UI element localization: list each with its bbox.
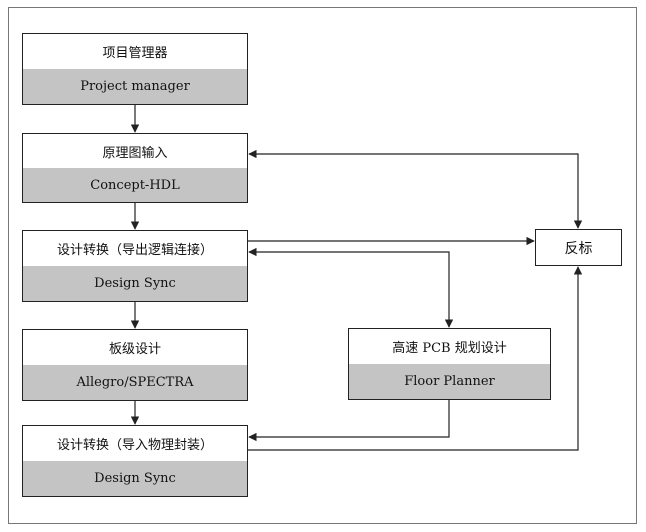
highspeed-pcb-box: 高速 PCB 规划设计 Floor Planner: [348, 328, 551, 400]
highspeed-pcb-tool: Floor Planner: [349, 364, 550, 399]
project-manager-title: 项目管理器: [23, 34, 247, 70]
project-manager-tool: Project manager: [23, 69, 247, 104]
arrow-import-to-backannotate: [248, 266, 583, 451]
schematic-input-tool: Concept-HDL: [23, 168, 247, 202]
export-sync-title: 设计转换（导出逻辑连接）: [23, 231, 247, 267]
schematic-input-title: 原理图输入: [23, 134, 247, 169]
schematic-input-box: 原理图输入 Concept-HDL: [22, 133, 248, 203]
import-sync-tool: Design Sync: [23, 461, 247, 496]
export-sync-tool: Design Sync: [23, 266, 247, 301]
back-annotate-box: 反标: [535, 229, 622, 266]
export-sync-box: 设计转换（导出逻辑连接） Design Sync: [22, 230, 248, 302]
arrow-backannotate-schematic: [248, 149, 583, 229]
arrow-export-highspeed: [248, 247, 454, 328]
import-sync-box: 设计转换（导入物理封装） Design Sync: [22, 425, 248, 497]
highspeed-pcb-title: 高速 PCB 规划设计: [349, 329, 550, 365]
project-manager-box: 项目管理器 Project manager: [22, 33, 248, 105]
board-design-box: 板级设计 Allegro/SPECTRA: [22, 329, 248, 401]
import-sync-title: 设计转换（导入物理封装）: [23, 426, 247, 462]
arrow-highspeed-to-import: [248, 400, 450, 442]
board-design-tool: Allegro/SPECTRA: [23, 365, 247, 400]
